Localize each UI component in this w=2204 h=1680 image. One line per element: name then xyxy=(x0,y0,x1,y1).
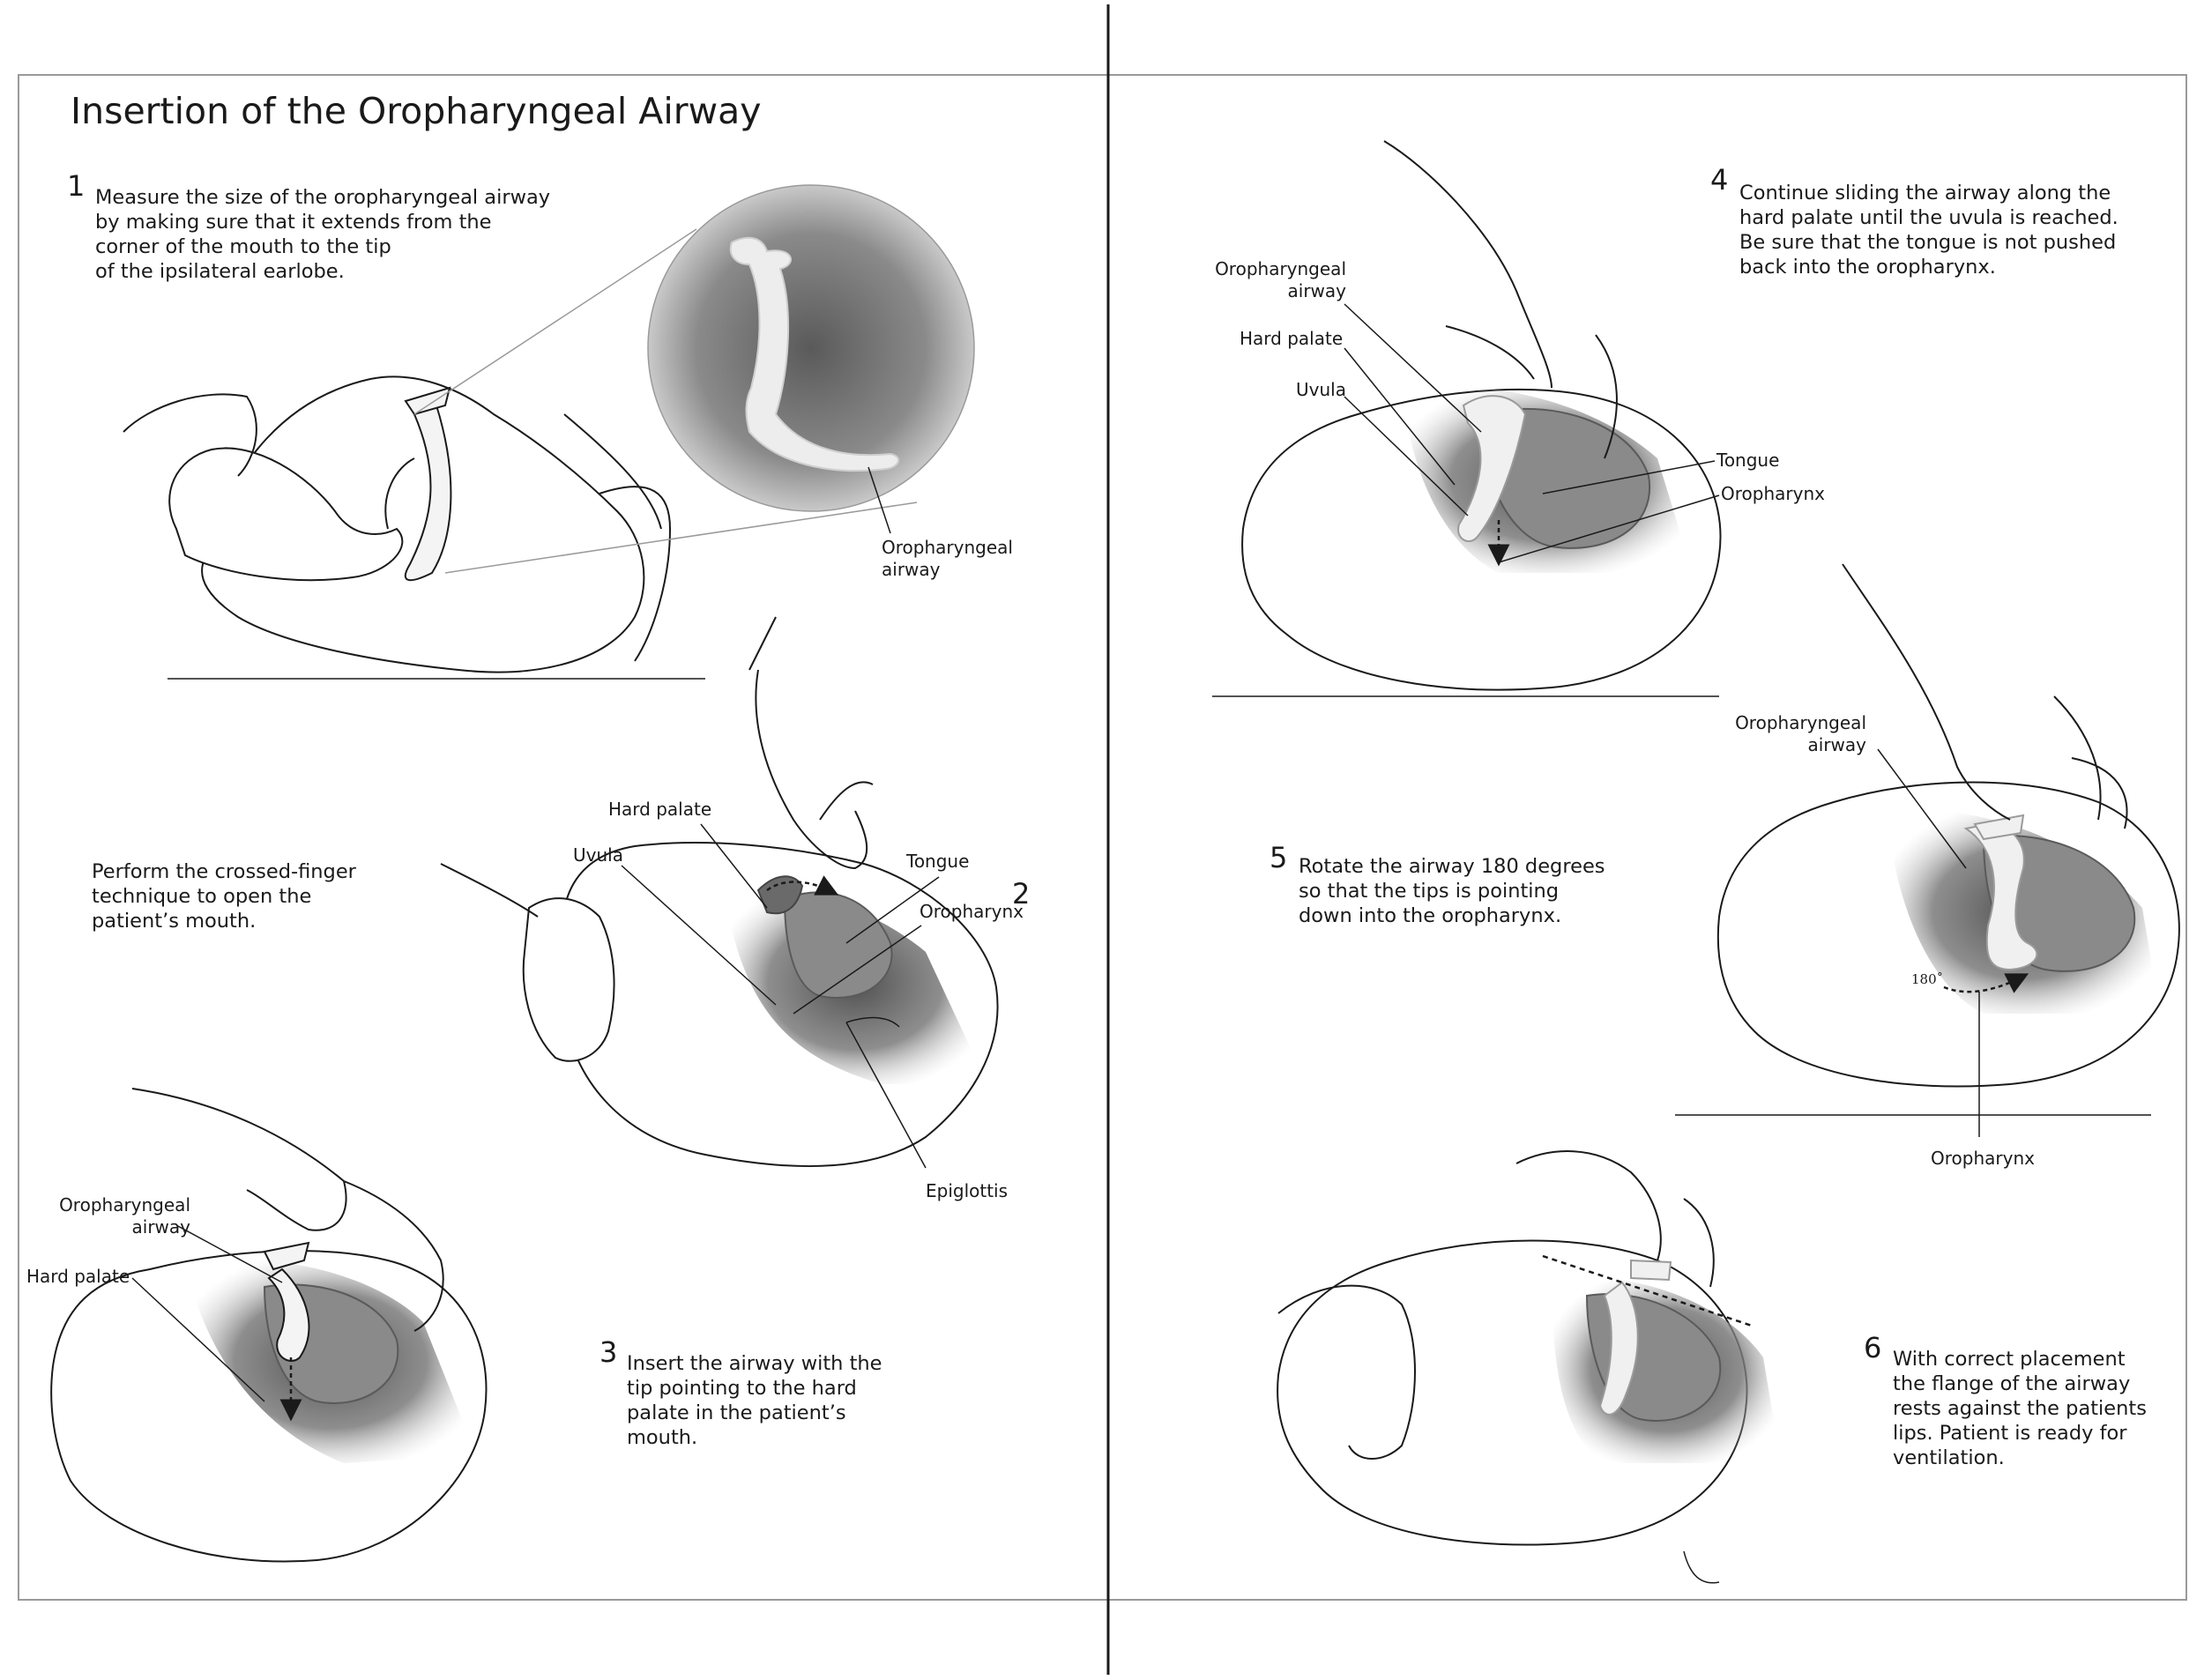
panel-1-illustration xyxy=(123,184,975,680)
label-p2-uvula: Uvula xyxy=(573,844,623,866)
artist-signature xyxy=(1683,1550,1720,1584)
label-p1-oropharyngeal-airway: Oropharyngeal airway xyxy=(882,537,1013,580)
step-3-number: 3 xyxy=(599,1335,617,1369)
step-2-text: Perform the crossed-finger technique to … xyxy=(92,860,356,933)
page-title: Insertion of the Oropharyngeal Airway xyxy=(71,90,762,132)
panel-6-illustration xyxy=(1277,1150,1781,1584)
panel-4-illustration xyxy=(1212,140,1722,697)
step-4-text: Continue sliding the airway along the ha… xyxy=(1739,182,2118,279)
label-p2-epiglottis: Epiglottis xyxy=(926,1180,1009,1201)
label-p3-hard-palate: Hard palate xyxy=(26,1266,130,1287)
step-4-number: 4 xyxy=(1710,163,1728,197)
step-2-number: 2 xyxy=(1012,877,1030,911)
label-p4-oropharynx: Oropharynx xyxy=(1721,483,1825,504)
label-p2-oropharynx: Oropharynx xyxy=(920,901,1024,922)
step-1-text: Measure the size of the oropharyngeal ai… xyxy=(95,186,551,283)
panel-5-illustration xyxy=(1675,563,2180,1137)
label-p4-tongue: Tongue xyxy=(1716,450,1780,471)
label-p4-oropharyngeal-airway: Oropharyngeal airway xyxy=(1215,258,1346,301)
label-p2-hard-palate: Hard palate xyxy=(608,799,712,820)
label-p4-hard-palate: Hard palate xyxy=(1240,328,1344,349)
step-5-number: 5 xyxy=(1270,841,1287,874)
label-p5-oropharyngeal-airway: Oropharyngeal airway xyxy=(1735,712,1866,755)
step-5-text: Rotate the airway 180 degrees so that th… xyxy=(1299,855,1605,927)
step-1-number: 1 xyxy=(67,169,85,203)
step-3-text: Insert the airway with the tip pointing … xyxy=(627,1352,882,1449)
label-p5-oropharynx: Oropharynx xyxy=(1931,1148,2035,1169)
outer-frame xyxy=(18,74,2187,1601)
panel-3-illustration xyxy=(50,1088,488,1563)
step-6-number: 6 xyxy=(1864,1331,1881,1364)
label-p4-uvula: Uvula xyxy=(1296,379,1346,400)
step-6-text: With correct placement the flange of the… xyxy=(1893,1348,2147,1469)
panel-2-illustration xyxy=(440,616,999,1169)
label-p5-180-degrees: 180˚ xyxy=(1911,971,1944,987)
label-p2-tongue: Tongue xyxy=(906,851,970,872)
label-p3-oropharyngeal-airway: Oropharyngeal airway xyxy=(59,1194,190,1238)
